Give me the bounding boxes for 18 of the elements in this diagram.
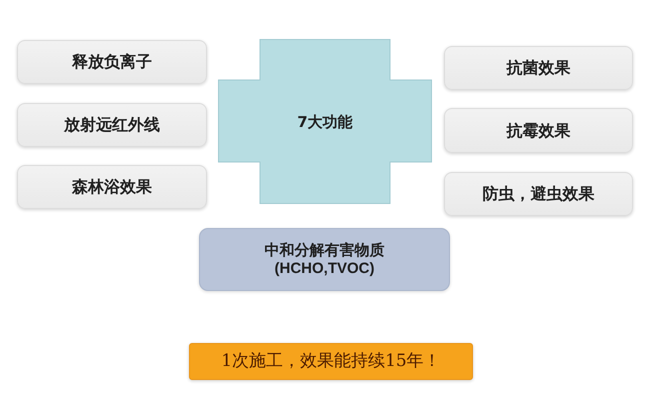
function-card (17, 165, 207, 209)
substance-label: 中和分解有害物质 (HCHO,TVOC) (264, 242, 386, 278)
function-card (17, 40, 207, 84)
cross-shape (218, 39, 432, 204)
function-label: 防虫，避虫效果 (482, 184, 594, 204)
function-card (444, 172, 633, 216)
function-card (17, 103, 207, 147)
function-label: 抗菌效果 (506, 58, 570, 78)
highlight-banner (189, 343, 473, 380)
function-card (444, 108, 633, 153)
function-label: 森林浴效果 (72, 177, 152, 197)
function-label: 释放负离子 (72, 52, 152, 72)
function-card (444, 46, 633, 90)
function-label: 放射远红外线 (64, 115, 160, 135)
banner-text: 1次施工，效果能持续15年！ (221, 351, 441, 372)
substance-card (199, 228, 450, 291)
function-label: 抗霉效果 (506, 120, 570, 140)
cross-label: 7大功能 (297, 112, 353, 130)
